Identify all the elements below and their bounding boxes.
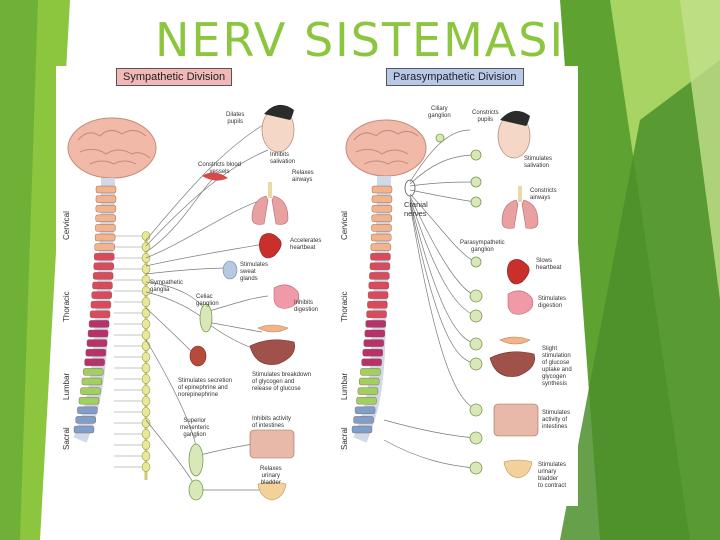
region-sacral-right: Sacral	[340, 427, 349, 450]
inferior-ganglion-icon	[188, 479, 204, 501]
label-sympathetic-ganglia: Sympathetic ganglia	[150, 280, 184, 293]
label-stimulates-bladder: Stimulates urinary bladder to contract	[538, 462, 567, 489]
blood-vessel-icon	[202, 172, 228, 181]
pancreas-icon-right	[499, 336, 531, 345]
label-inhibits-digestion: Inhibits digestion	[294, 300, 319, 313]
lungs-icon-right	[501, 186, 539, 229]
region-cervical-right: Cervical	[340, 211, 349, 240]
region-lumbar-right: Lumbar	[340, 372, 349, 400]
head-icon-right	[497, 110, 531, 159]
label-constricts-airways: Constricts airways	[530, 188, 557, 201]
label-ciliary-ganglion: Ciliary ganglion	[428, 106, 451, 119]
region-thoracic-right: Thoracic	[340, 291, 349, 322]
label-stimulates-salivation: Stimulates salivation	[524, 156, 553, 169]
stomach-icon-right	[507, 290, 534, 315]
label-stimulates-sweat-glands: Stimulates sweat glands	[240, 262, 269, 282]
label-superior-mesenteric-ganglion: Superior mesenteric ganglion	[180, 418, 210, 438]
label-inhibits-salivation: Inhibits salivation	[270, 152, 296, 165]
bladder-icon	[257, 481, 287, 501]
slide-title: NERV SISTEMASI	[154, 13, 566, 67]
label-slows-heartbeat: Slows heartbeat	[536, 258, 562, 271]
brain-icon	[67, 117, 157, 179]
label-constricts-pupils: Constricts pupils	[472, 110, 499, 123]
spinal-column-icon-right	[351, 175, 393, 443]
adrenal-kidney-icon	[189, 345, 207, 367]
sympathetic-header: Sympathetic Division	[116, 68, 233, 86]
region-cervical-left: Cervical	[62, 211, 71, 240]
spinal-column-icon	[73, 177, 117, 443]
liver-icon	[249, 339, 295, 365]
label-constricts-blood-vessels: Constricts blood vessels	[198, 162, 242, 175]
sweat-glands-icon	[222, 260, 238, 280]
region-lumbar-left: Lumbar	[62, 372, 71, 400]
label-cranial-nerves: Cranial nerves	[404, 200, 428, 218]
label-relaxes-airways: Relaxes airways	[292, 170, 314, 183]
label-stimulates-digestion: Stimulates digestion	[538, 296, 567, 309]
label-stimulates-glycogen: Stimulates breakdown of glycogen and rel…	[252, 372, 312, 392]
intestines-icon	[249, 429, 295, 459]
lungs-icon	[251, 182, 289, 225]
nervous-system-diagram	[67, 104, 539, 501]
heart-icon-right	[507, 259, 530, 285]
label-stimulates-intestines: Stimulates activity of intestines	[542, 410, 571, 430]
stomach-icon	[273, 284, 300, 309]
label-stimulates-epinephrine: Stimulates secretion of epinephrine and …	[178, 378, 233, 398]
region-thoracic-left: Thoracic	[62, 291, 71, 322]
superior-mesenteric-ganglion-icon	[188, 443, 204, 477]
label-parasympathetic-ganglion: Parasympathetic ganglion	[460, 240, 505, 253]
label-slight-stimulation: Slight stimulation of glucose uptake and…	[542, 346, 572, 387]
brain-icon-right	[345, 119, 427, 177]
label-relaxes-bladder: Relaxes urinary bladder	[260, 466, 282, 486]
bladder-icon-right	[503, 459, 533, 479]
intestines-icon-right	[493, 403, 539, 437]
label-celiac-ganglion: Celiac ganglion	[196, 294, 219, 307]
region-sacral-left: Sacral	[62, 427, 71, 450]
label-dilates-pupils: Dilates pupils	[226, 112, 245, 125]
parasympathetic-header: Parasympathetic Division	[386, 68, 524, 86]
celiac-ganglion-icon	[199, 303, 213, 333]
cranial-nerve-icon	[404, 179, 416, 197]
head-icon	[261, 104, 295, 153]
label-inhibits-intestines: Inhibits activity of intestines	[252, 416, 292, 429]
pancreas-icon	[257, 324, 289, 333]
liver-icon-right	[489, 351, 535, 377]
heart-icon	[259, 233, 282, 259]
label-accelerates-heartbeat: Accelerates heartbeat	[290, 238, 322, 251]
